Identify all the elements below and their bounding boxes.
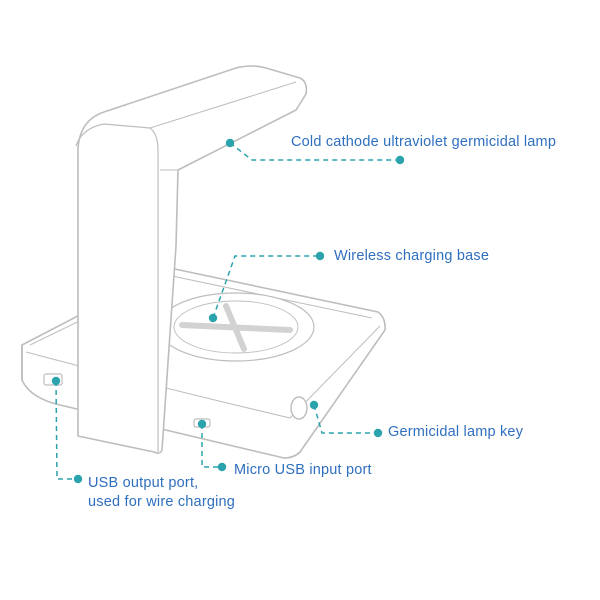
label-germicidal-lamp: Cold cathode ultraviolet germicidal lamp	[291, 134, 557, 150]
charging-base	[21, 267, 386, 459]
label-wireless-charging-base: Wireless charging base	[334, 248, 490, 264]
cross-icon	[179, 303, 293, 352]
leader-lamp	[229, 142, 400, 161]
label-usb-output-port: USB output port, used for wire charging	[88, 474, 235, 512]
label-usb-line-1: USB output port,	[88, 475, 199, 491]
label-usb-line-2: used for wire charging	[88, 494, 236, 510]
leader-usb	[55, 380, 78, 480]
label-micro-usb-input-port: Micro USB input port	[234, 462, 372, 478]
label-germicidal-lamp-key: Germicidal lamp key	[388, 424, 524, 440]
leader-lines	[55, 142, 400, 480]
lamp-arm	[75, 65, 308, 454]
lamp-key-button	[290, 396, 308, 420]
leader-micro	[201, 424, 222, 468]
leader-key	[313, 404, 378, 434]
leader-dots	[51, 138, 405, 484]
leader-base	[212, 255, 320, 319]
